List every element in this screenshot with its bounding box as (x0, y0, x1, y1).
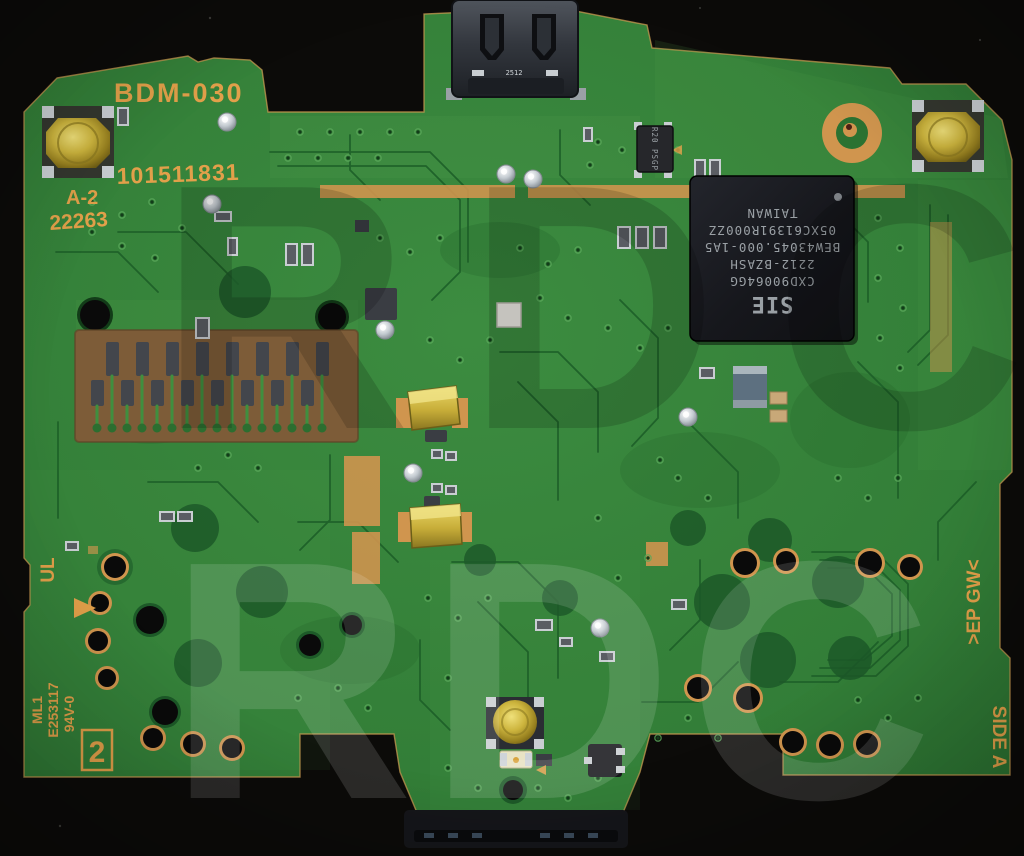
vignette (0, 0, 1024, 856)
pcb-photo-canvas: R20 PSGP (0, 0, 1024, 856)
photo-of-pcb: R20 PSGP (0, 0, 1024, 856)
